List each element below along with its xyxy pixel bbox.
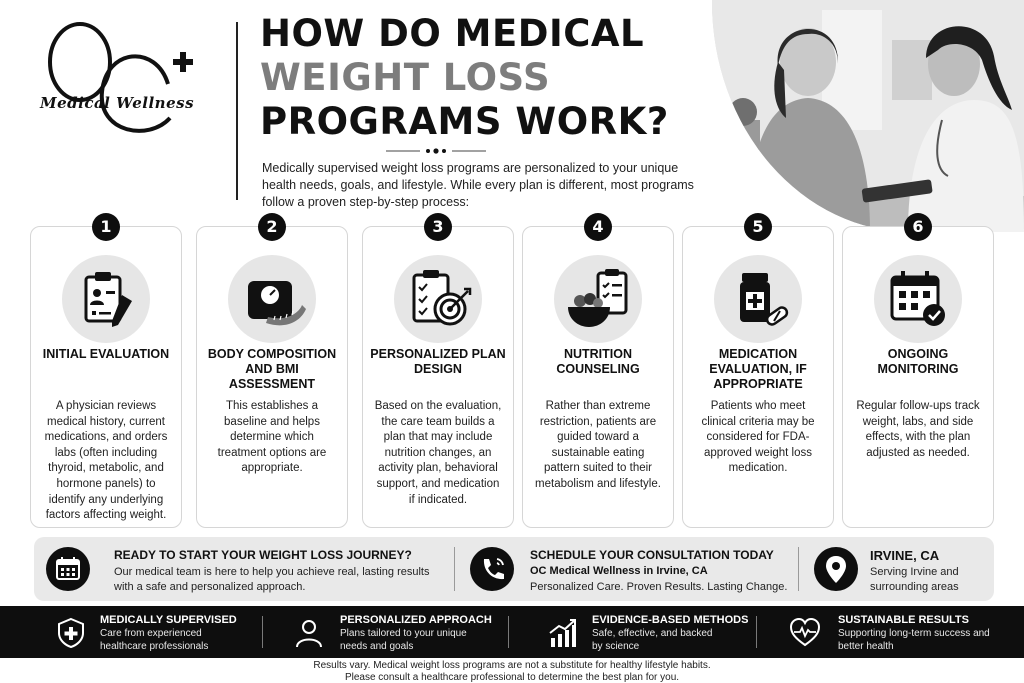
cta-journey-text: Our medical team is here to help you ach…: [114, 566, 430, 593]
step-description: Patients who meet clinical criteria may …: [701, 400, 815, 475]
shield-cross-icon: [58, 617, 84, 649]
calendar-icon: [46, 547, 90, 591]
step-card-6: 6 ONGOING MONITORING Regular follow-ups …: [842, 213, 994, 528]
feature-divider: [756, 616, 757, 648]
pill-bottle-icon: [714, 255, 802, 343]
heart-pulse-icon: [789, 617, 821, 647]
step-number: 2: [258, 213, 286, 241]
step-title: NUTRITION COUNSELING: [556, 347, 640, 376]
step-description: A physician reviews medical history, cur…: [44, 400, 168, 522]
cta-journey-title: READY TO START YOUR WEIGHT LOSS JOURNEY?: [114, 548, 412, 562]
feature-text: Supporting long-term success and better …: [838, 628, 990, 652]
step-description: Rather than extreme restriction, patient…: [535, 400, 661, 490]
step-description: Regular follow-ups track weight, labs, a…: [856, 400, 980, 459]
feature-bar: MEDICALLY SUPERVISED Care from experienc…: [0, 606, 1024, 658]
disclaimer-line-2: Please consult a healthcare professional…: [344, 671, 680, 683]
title-line-2: WEIGHT LOSS: [260, 56, 551, 99]
feature-divider: [508, 616, 509, 648]
step-title: BODY COMPOSITION AND BMI ASSESSMENT: [207, 347, 337, 391]
step-number: 4: [584, 213, 612, 241]
step-card-3: 3 PERSONALIZED PLAN DESIGN Based on the …: [362, 213, 514, 528]
cta-tagline: Personalized Care. Proven Results. Lasti…: [530, 581, 788, 593]
cta-location-title: IRVINE, CA: [870, 548, 940, 563]
feature-text: Plans tailored to your unique needs and …: [340, 628, 467, 652]
step-card-5: 5 MEDICATION EVALUATION, IF APPROPRIATE …: [682, 213, 834, 528]
step-number: 5: [744, 213, 772, 241]
growth-chart-icon: [549, 619, 576, 647]
feature-text: Safe, effective, and backed by science: [592, 628, 713, 652]
step-number: 1: [92, 213, 120, 241]
page-title: HOW DO MEDICAL WEIGHT LOSS PROGRAMS WORK…: [260, 12, 700, 144]
cta-schedule-title[interactable]: SCHEDULE YOUR CONSULTATION TODAY: [530, 548, 774, 562]
feature-title: MEDICALLY SUPERVISED: [100, 614, 237, 626]
cta-clinic-name: OC Medical Wellness in Irvine, CA: [530, 565, 708, 577]
cta-divider: [798, 547, 799, 591]
calendar-check-icon: [874, 255, 962, 343]
step-card-2: 2 BODY COMPOSITION AND BMI ASSESSMENT Th…: [196, 213, 348, 528]
step-title: INITIAL EVALUATION: [42, 347, 170, 361]
clipboard-pen-icon: [62, 255, 150, 343]
title-line-3: PROGRAMS WORK?: [260, 100, 669, 143]
brand-logo: Medical Wellness: [18, 14, 218, 154]
step-description: Based on the evaluation, the care team b…: [374, 400, 502, 506]
cta-divider: [454, 547, 455, 591]
step-number: 3: [424, 213, 452, 241]
header-divider: [236, 22, 238, 200]
logo-text: Medical Wellness: [40, 94, 195, 112]
disclaimer-line-1: Results vary. Medical weight loss progra…: [313, 660, 711, 671]
step-title: MEDICATION EVALUATION, IF APPROPRIATE: [709, 347, 807, 391]
disclaimer: Results vary. Medical weight loss progra…: [0, 660, 1024, 683]
step-card-4: 4 NUTRITION COUNSELING Rather than extre…: [522, 213, 674, 528]
cta-band: READY TO START YOUR WEIGHT LOSS JOURNEY?…: [34, 537, 994, 601]
step-title: ONGOING MONITORING: [877, 347, 959, 376]
intro-text: Medically supervised weight loss program…: [262, 161, 694, 209]
checklist-target-icon: [394, 255, 482, 343]
feature-title: SUSTAINABLE RESULTS: [838, 614, 969, 626]
consultation-photo: [712, 0, 1024, 232]
person-icon: [296, 620, 322, 648]
cta-location-text: Serving Irvine and surrounding areas: [870, 566, 959, 593]
feature-title: EVIDENCE-BASED METHODS: [592, 614, 749, 626]
step-number: 6: [904, 213, 932, 241]
title-line-1: HOW DO MEDICAL: [260, 12, 645, 55]
phone-icon[interactable]: [470, 547, 514, 591]
step-card-1: 1 INITIAL EVALUATION A physician reviews…: [30, 213, 182, 528]
title-ornament: [386, 148, 486, 154]
feature-divider: [262, 616, 263, 648]
location-pin-icon: [814, 547, 858, 591]
scale-tape-icon: [228, 255, 316, 343]
feature-text: Care from experienced healthcare profess…: [100, 628, 209, 652]
logo-mark: [48, 22, 193, 133]
salad-checklist-icon: [554, 255, 642, 343]
feature-title: PERSONALIZED APPROACH: [340, 614, 492, 626]
step-description: This establishes a baseline and helps de…: [217, 400, 327, 475]
step-title: PERSONALIZED PLAN DESIGN: [370, 347, 506, 376]
